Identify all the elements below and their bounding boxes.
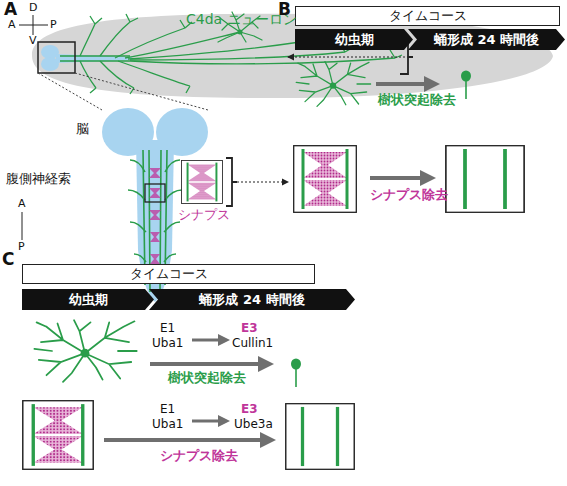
process-label: シナプス除去 bbox=[370, 188, 448, 202]
axis-compass bbox=[33, 15, 34, 35]
zoom-leader-lines bbox=[75, 73, 208, 110]
process-arrow bbox=[104, 438, 268, 442]
enzyme-label: E1 bbox=[160, 322, 175, 335]
larva-neurons bbox=[130, 50, 402, 64]
synapse-inset bbox=[181, 160, 222, 203]
vnc-synapses bbox=[150, 232, 160, 242]
dotted-arrow bbox=[237, 181, 288, 182]
enzyme-label: Uba1 bbox=[152, 418, 183, 431]
larva-neurons bbox=[125, 32, 240, 58]
vnc-synapses bbox=[150, 254, 160, 264]
c4da-dendrite-tree bbox=[238, 30, 243, 35]
enzyme-label: Ube3a bbox=[234, 418, 273, 431]
timeline-header-box: タイムコース bbox=[295, 6, 560, 26]
axis-letter: P bbox=[50, 19, 57, 31]
axis-letter: P bbox=[18, 241, 25, 253]
panel-letter: B bbox=[278, 0, 291, 19]
axis-letter: A bbox=[18, 198, 26, 210]
band-text: 幼虫期 bbox=[69, 291, 108, 309]
process-label: 樹状突起除去 bbox=[168, 371, 246, 385]
enzyme-arrow bbox=[192, 420, 224, 423]
band-text: 蛹形成 24 時間後 bbox=[434, 31, 539, 49]
enzyme-label: E3 bbox=[241, 322, 258, 335]
neuron-dendrites bbox=[296, 62, 370, 107]
panel-letter: A bbox=[4, 0, 17, 19]
vnc-synapses bbox=[149, 188, 161, 198]
larva-neurons bbox=[100, 61, 134, 94]
larva-neurons bbox=[60, 56, 130, 61]
neuron-dendrites bbox=[34, 320, 136, 382]
process-arrow bbox=[376, 82, 432, 86]
band-fill bbox=[149, 289, 355, 310]
process-arrow bbox=[150, 362, 266, 366]
enzyme-arrow bbox=[192, 339, 224, 342]
pruned-neuron bbox=[291, 359, 301, 388]
band-text: 蛹形成 24 時間後 bbox=[199, 291, 304, 309]
band-fill bbox=[295, 29, 413, 50]
dotted-arrow bbox=[288, 56, 413, 57]
stage-band: 幼虫期 bbox=[295, 29, 413, 50]
stage-band: 幼虫期 bbox=[22, 289, 154, 310]
stage-band: 蛹形成 24 時間後 bbox=[408, 29, 565, 50]
synapse-removed-box bbox=[446, 146, 524, 213]
process-label: 樹状突起除去 bbox=[378, 93, 456, 107]
larva-neurons bbox=[128, 34, 308, 59]
pruned-neuron bbox=[461, 71, 471, 100]
vnc-synapses bbox=[149, 168, 161, 178]
enzyme-label: Uba1 bbox=[152, 337, 183, 350]
stage-band: 蛹形成 24 時間後 bbox=[149, 289, 355, 310]
part-label: 脳 bbox=[76, 122, 89, 136]
synapse-label: シナプス bbox=[178, 208, 230, 222]
process-arrow bbox=[370, 176, 428, 180]
axis-letter: D bbox=[29, 2, 37, 14]
larva-neurons bbox=[80, 16, 102, 56]
header-text: タイムコース bbox=[389, 7, 467, 25]
synapse-box bbox=[294, 146, 357, 213]
panel-letter: C bbox=[2, 250, 14, 269]
band-fill bbox=[408, 29, 565, 50]
process-label: シナプス除去 bbox=[160, 449, 238, 463]
timeline-header-box: タイムコース bbox=[22, 264, 315, 284]
band-fill bbox=[22, 289, 154, 310]
ap-axis bbox=[22, 212, 23, 240]
enzyme-label: E3 bbox=[241, 403, 258, 416]
part-label: 腹側神経索 bbox=[6, 172, 71, 186]
zoom-leader-lines bbox=[38, 73, 102, 110]
band-text: 幼虫期 bbox=[335, 31, 374, 49]
axis-letter: A bbox=[8, 19, 16, 31]
synapse-box bbox=[23, 401, 93, 470]
vnc-zoom-box bbox=[145, 184, 165, 202]
larva-neurons bbox=[118, 61, 190, 93]
axis-letter: V bbox=[29, 35, 37, 47]
enzyme-label: Cullin1 bbox=[232, 337, 273, 350]
axis-compass bbox=[19, 15, 48, 35]
header-text: タイムコース bbox=[130, 265, 208, 283]
head-zoom-box bbox=[38, 42, 75, 73]
vnc-synapses bbox=[149, 210, 161, 220]
enzyme-label: E1 bbox=[160, 403, 175, 416]
synapse-removed-box bbox=[286, 404, 354, 470]
inset-bracket bbox=[226, 158, 237, 206]
vnc-neurons bbox=[128, 160, 182, 262]
zoom-leader-lines bbox=[38, 73, 208, 110]
larva-cns bbox=[41, 45, 132, 71]
inset-bracket bbox=[226, 158, 237, 206]
vnc-synapses bbox=[149, 168, 161, 264]
